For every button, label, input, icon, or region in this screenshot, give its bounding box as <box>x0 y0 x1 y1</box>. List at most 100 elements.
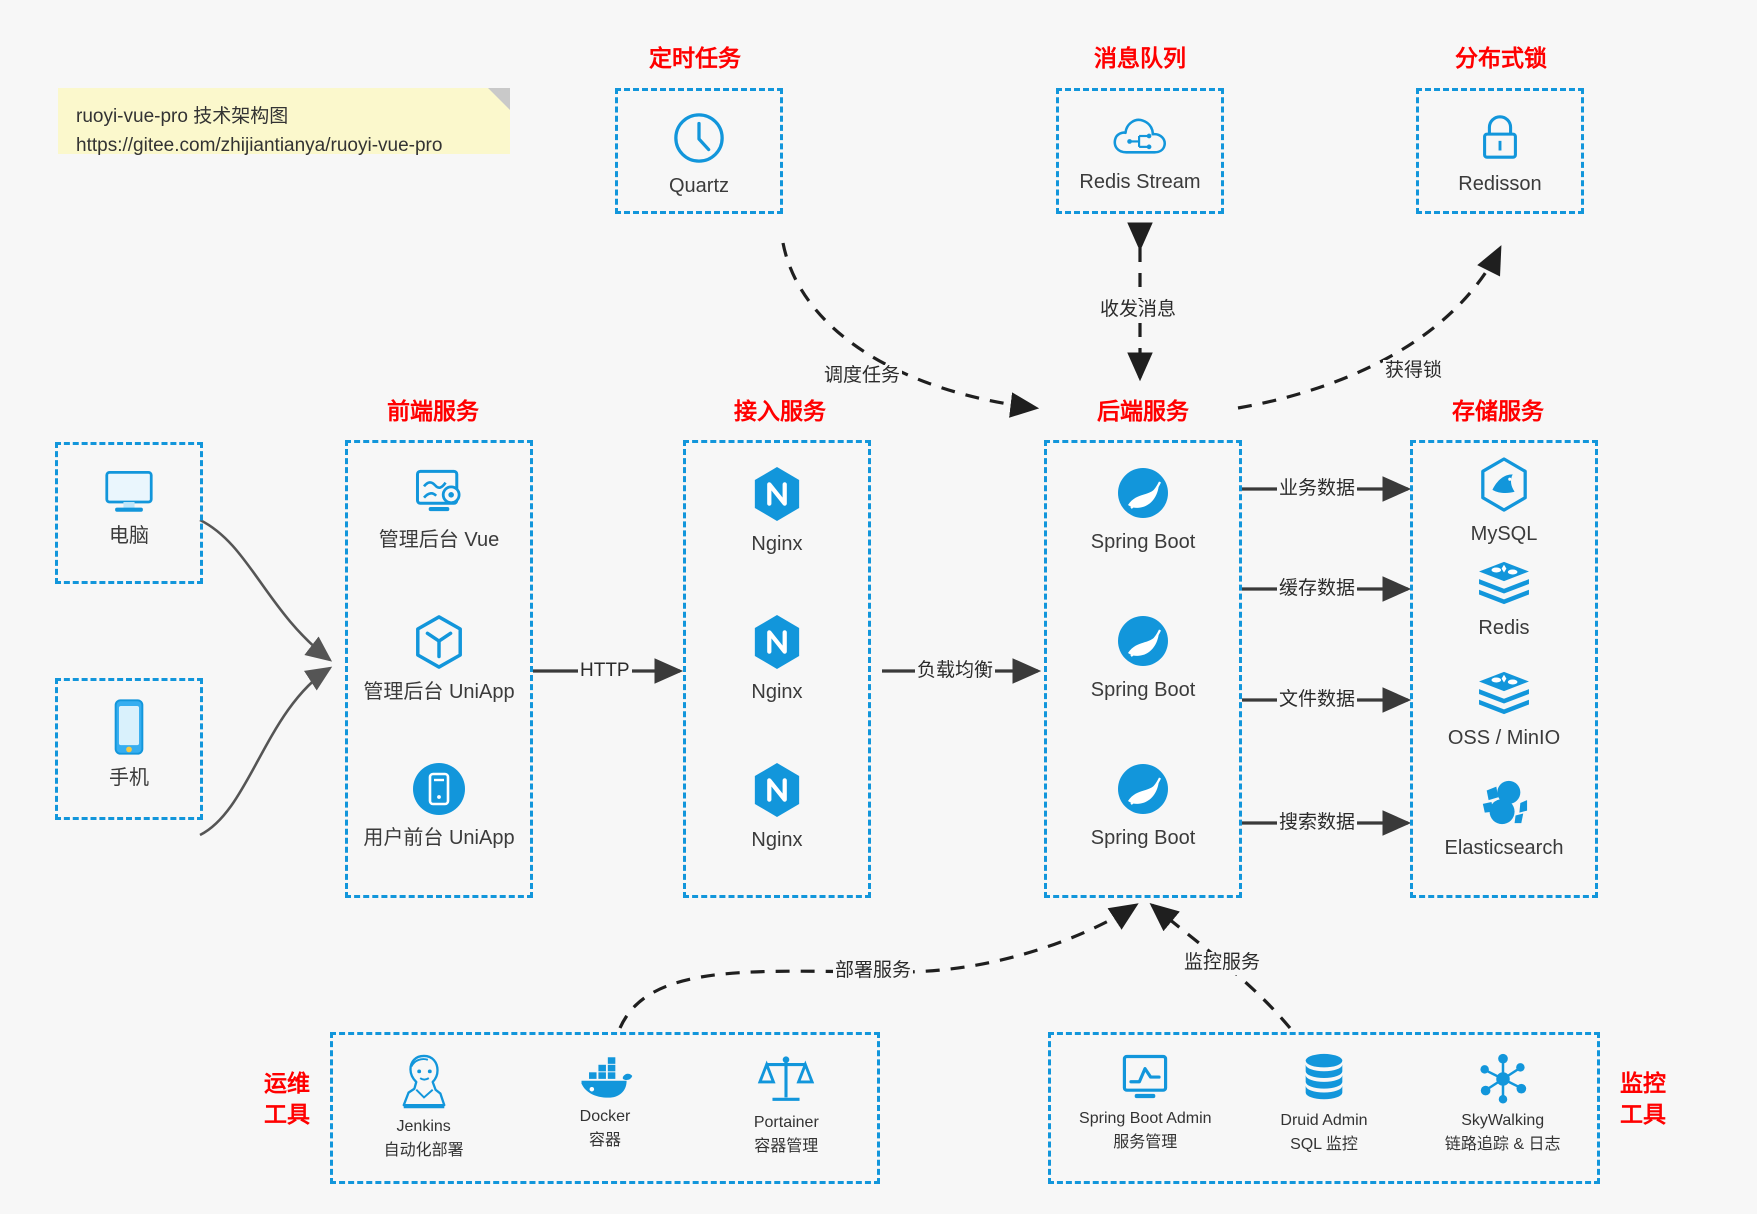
node-skywalking[interactable]: SkyWalking 链路追踪 & 日志 <box>1408 1051 1597 1154</box>
edge-label-schedule-task: 调度任务 <box>822 365 903 388</box>
spring-boot-icon <box>1115 613 1171 669</box>
note-url: https://gitee.com/zhijiantianya/ruoyi-vu… <box>76 135 443 157</box>
mobile-icon <box>108 697 150 757</box>
node-label-portainer: Portainer <box>753 1114 819 1131</box>
node-spring-boot-2[interactable]: Spring Boot <box>1047 613 1239 703</box>
node-label-jenkins: Jenkins <box>396 1118 451 1135</box>
note-title: ruoyi-vue-pro 技术架构图 <box>76 106 289 127</box>
node-oss-minio[interactable]: OSS / MinIO <box>1413 669 1595 751</box>
node-label-nginx-1: Nginx <box>751 533 803 555</box>
group-storage: MySQL Redis <box>1410 440 1598 898</box>
node-label-spring-boot-admin: Spring Boot Admin <box>1079 1110 1212 1127</box>
group-title-monitoring: 监控 工具 <box>1608 1068 1678 1130</box>
node-mobile[interactable]: 手机 <box>58 697 200 791</box>
note-fold-corner <box>488 88 510 110</box>
node-elasticsearch[interactable]: Elasticsearch <box>1413 777 1595 861</box>
node-spring-boot-admin[interactable]: Spring Boot Admin 服务管理 <box>1051 1051 1240 1154</box>
nginx-icon <box>751 613 803 671</box>
group-scheduled-task: Quartz <box>615 88 783 214</box>
group-title-devops-line1: 运维 <box>264 1070 310 1096</box>
node-redis[interactable]: Redis <box>1413 559 1595 641</box>
nginx-icon <box>751 465 803 523</box>
node-jenkins[interactable]: Jenkins 自动化部署 <box>339 1051 509 1160</box>
node-druid-admin[interactable]: Druid Admin SQL 监控 <box>1240 1051 1409 1154</box>
group-title-distributed-lock: 分布式锁 <box>1455 45 1547 71</box>
group-client-mobile: 手机 <box>55 678 203 820</box>
node-label-mobile: 手机 <box>109 767 149 789</box>
node-label-redis-stream: Redis Stream <box>1079 171 1201 193</box>
node-sublabel-spring-boot-admin: 服务管理 <box>1113 1134 1178 1151</box>
redis-icon <box>1476 669 1532 717</box>
node-spring-boot-1[interactable]: Spring Boot <box>1047 465 1239 555</box>
app-icon <box>411 761 467 817</box>
node-mysql[interactable]: MySQL <box>1413 457 1595 547</box>
node-nginx-3[interactable]: Nginx <box>686 761 868 853</box>
node-desktop[interactable]: 电脑 <box>58 465 200 549</box>
edge-label-file-data: 文件数据 <box>1277 689 1358 712</box>
node-label-redisson: Redisson <box>1458 173 1542 195</box>
node-quartz[interactable]: Quartz <box>618 111 780 199</box>
node-label-docker: Docker <box>579 1108 631 1125</box>
node-spring-boot-3[interactable]: Spring Boot <box>1047 761 1239 851</box>
group-devops: Jenkins 自动化部署 <box>330 1032 880 1184</box>
node-label-spring-boot-2: Spring Boot <box>1090 679 1196 701</box>
node-admin-uniapp[interactable]: 管理后台 UniApp <box>348 613 530 705</box>
skywalking-icon <box>1475 1051 1531 1107</box>
monitor-chart-icon <box>1116 1051 1174 1105</box>
node-docker[interactable]: Docker 容器 <box>520 1051 690 1160</box>
group-title-gateway: 接入服务 <box>734 398 826 424</box>
group-gateway: Nginx Nginx Nginx <box>683 440 871 898</box>
node-admin-vue[interactable]: 管理后台 Vue <box>348 465 530 553</box>
lock-icon <box>1476 111 1524 163</box>
spring-boot-icon <box>1115 761 1171 817</box>
group-title-scheduled-task: 定时任务 <box>649 45 741 71</box>
node-portainer[interactable]: Portainer 容器管理 <box>701 1051 871 1160</box>
jenkins-icon <box>396 1051 452 1113</box>
node-label-spring-boot-1: Spring Boot <box>1090 531 1196 553</box>
node-label-spring-boot-3: Spring Boot <box>1090 827 1196 849</box>
node-sublabel-skywalking: 链路追踪 & 日志 <box>1444 1136 1561 1153</box>
group-distributed-lock: Redisson <box>1416 88 1584 214</box>
group-title-monitoring-line1: 监控 <box>1620 1070 1666 1096</box>
edge-label-load-balance: 负载均衡 <box>915 660 996 683</box>
group-title-devops-line2: 工具 <box>264 1101 310 1128</box>
node-nginx-2[interactable]: Nginx <box>686 613 868 705</box>
node-label-redis: Redis <box>1478 617 1530 639</box>
node-label-quartz: Quartz <box>668 175 730 197</box>
edge-label-send-receive-message: 收发消息 <box>1098 299 1179 322</box>
clock-icon <box>672 111 726 165</box>
node-label-mysql: MySQL <box>1470 523 1538 545</box>
node-label-admin-vue: 管理后台 Vue <box>378 529 500 551</box>
node-label-elasticsearch: Elasticsearch <box>1444 837 1564 859</box>
cloud-stream-icon <box>1111 111 1169 161</box>
group-backend: Spring Boot Spring Boot Spring Boot <box>1044 440 1242 898</box>
group-frontend: 管理后台 Vue 管理后台 UniApp 用户前台 U <box>345 440 533 898</box>
docker-icon <box>574 1051 636 1103</box>
node-label-user-uniapp: 用户前台 UniApp <box>363 827 515 849</box>
spring-boot-icon <box>1115 465 1171 521</box>
group-title-storage: 存储服务 <box>1452 398 1544 424</box>
desktop-icon <box>100 465 158 515</box>
dashboard-icon <box>410 465 468 519</box>
node-sublabel-portainer: 容器管理 <box>754 1138 819 1155</box>
edge-label-http: HTTP <box>578 660 632 683</box>
group-title-frontend: 前端服务 <box>387 398 479 424</box>
node-user-uniapp[interactable]: 用户前台 UniApp <box>348 761 530 851</box>
edge-label-search-data: 搜索数据 <box>1277 812 1358 835</box>
group-title-message-queue: 消息队列 <box>1094 45 1186 71</box>
cube-icon <box>412 613 466 671</box>
edge-label-deploy-service: 部署服务 <box>833 960 914 983</box>
node-label-oss-minio: OSS / MinIO <box>1447 727 1561 749</box>
group-title-backend: 后端服务 <box>1097 398 1189 424</box>
edge-label-business-data: 业务数据 <box>1277 478 1358 501</box>
node-label-admin-uniapp: 管理后台 UniApp <box>363 681 515 703</box>
node-sublabel-docker: 容器 <box>588 1132 621 1149</box>
node-nginx-1[interactable]: Nginx <box>686 465 868 557</box>
node-label-skywalking: SkyWalking <box>1461 1112 1545 1129</box>
node-label-nginx-2: Nginx <box>751 681 803 703</box>
group-monitoring: Spring Boot Admin 服务管理 Druid Admin S <box>1048 1032 1600 1184</box>
group-title-monitoring-line2: 工具 <box>1620 1101 1666 1128</box>
node-redisson[interactable]: Redisson <box>1419 111 1581 197</box>
node-redis-stream[interactable]: Redis Stream <box>1059 111 1221 195</box>
